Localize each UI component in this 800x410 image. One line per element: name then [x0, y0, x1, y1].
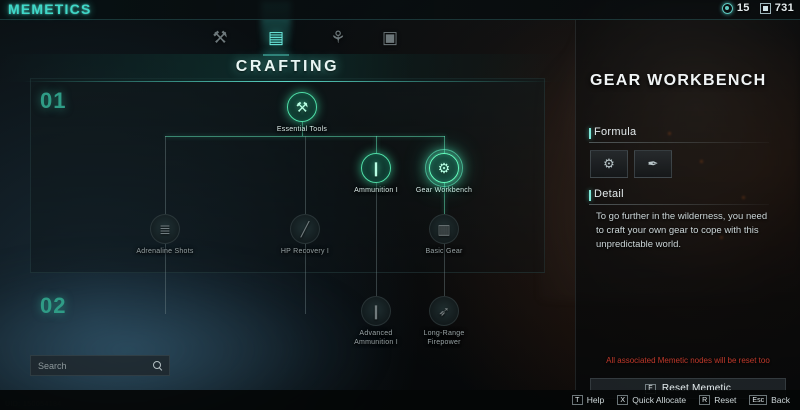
hint-help[interactable]: T Help	[571, 395, 605, 405]
category-tab-survival[interactable]: ⚘	[318, 23, 358, 53]
category-tab-crafting[interactable]: ▤	[256, 23, 296, 53]
formula-slots: ⚙ ✒	[590, 150, 672, 178]
hint-help-label: Help	[586, 395, 605, 405]
hint-help-key: T	[571, 395, 583, 405]
base-icon: ▣	[381, 28, 399, 47]
detail-panel: GEAR WORKBENCH Formula ⚙ ✒ Detail To go …	[575, 20, 800, 410]
node-essential-tools[interactable]: ⚒ Essential Tools	[267, 92, 337, 134]
node-gear-workbench-label: Gear Workbench	[415, 187, 473, 194]
node-adrenaline-shots[interactable]: ≣ Adrenaline Shots	[130, 214, 200, 256]
hint-back-label: Back	[771, 395, 790, 405]
formula-divider	[589, 142, 769, 143]
formula-heading: Formula	[589, 126, 636, 139]
node-gear-workbench-ring: ⚙	[425, 149, 463, 187]
tools-icon: ⚒	[295, 99, 309, 115]
link-essential-down	[302, 122, 303, 136]
hint-quick-allocate-key: X	[617, 395, 629, 405]
node-long-range-firepower-label: Long-Range Firepower	[423, 330, 465, 346]
formula-slot-2-icon: ✒	[647, 156, 659, 171]
bandage-icon: ╱	[300, 221, 310, 237]
background-nebula	[0, 250, 380, 410]
hint-back-key: Esc	[749, 395, 768, 405]
weapons-icon: ⚒	[212, 28, 228, 47]
category-tab-base[interactable]: ▣	[370, 23, 410, 53]
memetic-point-icon	[721, 2, 733, 14]
link-gear-to-basic	[444, 183, 445, 214]
tree-connectors	[165, 122, 445, 314]
hint-quick-allocate[interactable]: X Quick Allocate	[617, 395, 686, 405]
node-long-range-firepower[interactable]: ➶ Long-Range Firepower	[409, 296, 479, 347]
footer-hint-bar: T Help X Quick Allocate R Reset Esc Back	[0, 390, 800, 410]
fragment-value: 731	[774, 2, 794, 14]
workbench-icon: ⚙	[437, 160, 451, 176]
node-ammunition-i-label: Ammunition I	[354, 187, 398, 194]
link-to-hp-recovery	[305, 136, 306, 214]
section-title: CRAFTING	[235, 58, 340, 75]
node-advanced-ammunition-i-ring: ❙	[361, 296, 391, 326]
tree-nodes: ⚒ Essential Tools ❙ Ammunition I ⚙ Gear …	[130, 92, 479, 347]
section-title-band: CRAFTING	[0, 54, 575, 82]
gear-parts-icon: ▥	[437, 221, 451, 237]
search-placeholder: Search	[38, 360, 67, 371]
link-to-adrenaline	[165, 136, 166, 214]
hint-quick-allocate-label: Quick Allocate	[632, 395, 687, 405]
hint-reset-key: R	[699, 395, 711, 405]
node-hp-recovery-i-label: HP Recovery I	[280, 248, 330, 255]
node-advanced-ammunition-i-label: Advanced Ammunition I	[354, 330, 398, 346]
resource-fragments: 731	[759, 2, 794, 14]
page-title: MEMETICS	[8, 1, 92, 17]
node-ammunition-i[interactable]: ❙ Ammunition I	[341, 153, 411, 195]
link-adrenaline-down	[165, 244, 166, 314]
node-hp-recovery-i[interactable]: ╱ HP Recovery I	[270, 214, 340, 256]
search-icon[interactable]	[153, 361, 162, 370]
tier-label-01: 01	[40, 88, 67, 113]
node-ammunition-i-ring: ❙	[361, 153, 391, 183]
ammunition-icon: ❙	[370, 160, 382, 176]
link-hp-down	[305, 244, 306, 314]
category-tab-weapons[interactable]: ⚒	[200, 23, 240, 53]
hint-reset-label: Reset	[714, 395, 737, 405]
survival-icon: ⚘	[330, 28, 346, 47]
node-basic-gear[interactable]: ▥ Basic Gear	[409, 214, 479, 256]
node-gear-workbench[interactable]: ⚙ Gear Workbench	[409, 149, 479, 195]
fragment-icon	[759, 2, 771, 14]
detail-body-text: To go further in the wilderness, you nee…	[596, 211, 768, 250]
link-tier1-bus	[165, 136, 445, 137]
scope-icon: ➶	[438, 303, 450, 319]
detail-panel-title: GEAR WORKBENCH	[590, 72, 767, 89]
hint-back[interactable]: Esc Back	[749, 395, 790, 405]
node-basic-gear-ring: ▥	[429, 214, 459, 244]
memetic-point-value: 15	[736, 2, 750, 14]
node-adrenaline-shots-label: Adrenaline Shots	[136, 248, 194, 255]
reset-memetic-label: Reset Memetic	[661, 383, 732, 394]
node-advanced-ammunition-i[interactable]: ❙ Advanced Ammunition I	[341, 296, 411, 347]
detail-divider	[589, 204, 769, 205]
detail-heading: Detail	[589, 188, 624, 201]
formula-slot-1-icon: ⚙	[603, 156, 615, 171]
resource-memetic-points: 15	[721, 2, 750, 14]
search-input[interactable]: Search	[30, 355, 170, 376]
formula-slot-2[interactable]: ✒	[634, 150, 672, 178]
crafting-icon: ▤	[267, 28, 285, 47]
link-basic-to-longrange	[444, 244, 445, 296]
node-basic-gear-label: Basic Gear	[425, 248, 463, 255]
advanced-ammo-icon: ❙	[370, 303, 382, 319]
node-long-range-firepower-ring: ➶	[429, 296, 459, 326]
link-to-gear-workbench	[444, 136, 445, 153]
tier-label-02: 02	[40, 293, 67, 318]
resource-counters: 15 731	[721, 2, 794, 14]
category-strip: ⚒ ▤ ⚘ ▣	[0, 20, 575, 55]
reset-warning-text: All associated Memetic nodes will be res…	[606, 356, 770, 365]
node-hp-recovery-i-ring: ╱	[290, 214, 320, 244]
syringe-icon: ≣	[159, 221, 171, 237]
formula-slot-1[interactable]: ⚙	[590, 150, 628, 178]
link-to-ammunition	[376, 136, 377, 153]
node-essential-tools-label: Essential Tools	[276, 126, 328, 133]
hint-reset[interactable]: R Reset	[699, 395, 736, 405]
node-adrenaline-shots-ring: ≣	[150, 214, 180, 244]
node-essential-tools-ring: ⚒	[287, 92, 317, 122]
top-bar: MEMETICS 15 731	[0, 0, 800, 20]
link-ammo-to-advanced	[376, 183, 377, 296]
